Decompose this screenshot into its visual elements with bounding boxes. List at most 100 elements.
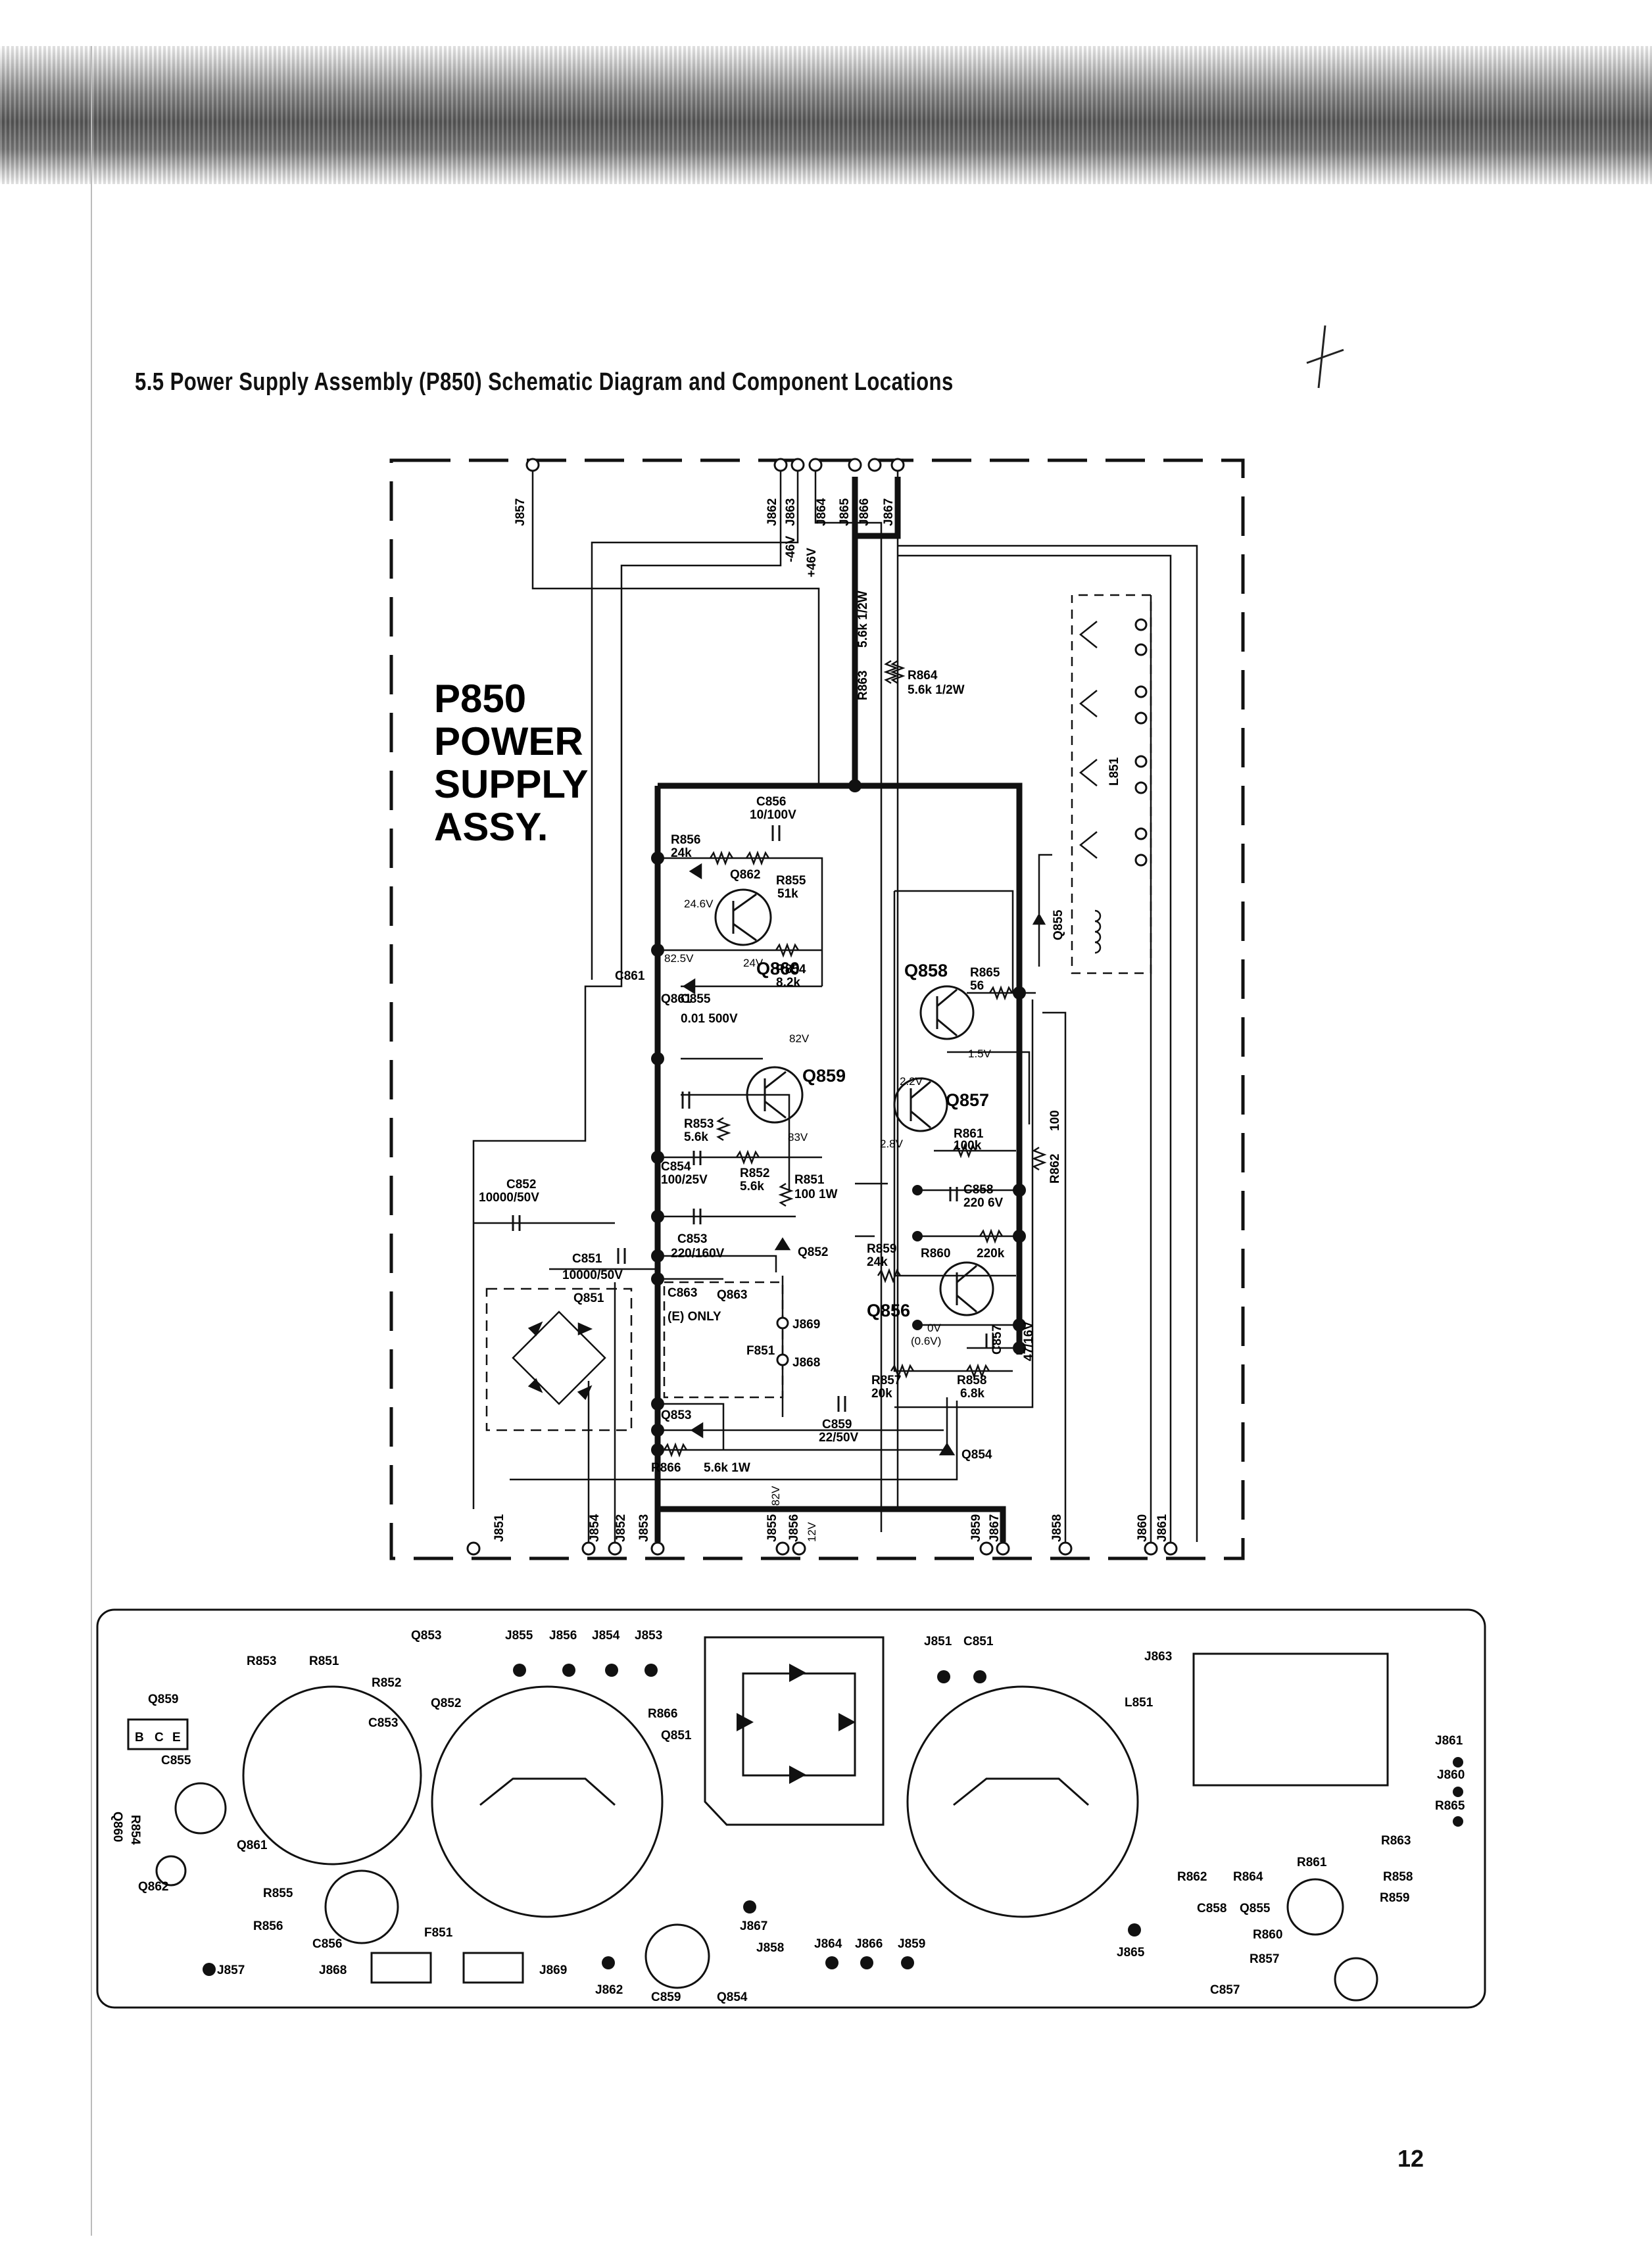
resistor-ref: R856 xyxy=(671,833,700,847)
voltage-label: 1.5V xyxy=(968,1047,992,1060)
resistor-value: 5.6k xyxy=(740,1180,764,1193)
jack-label: J860 xyxy=(1136,1514,1150,1542)
capacitor-ref: C858 xyxy=(963,1183,993,1197)
semiconductor-label: Q862 xyxy=(730,868,760,882)
voltage-label: 2.8V xyxy=(880,1138,904,1150)
resistor-ref: R855 xyxy=(776,874,806,888)
capacitor-ref: C854 xyxy=(661,1160,691,1174)
capacitor-value: 220 6V xyxy=(963,1196,1004,1210)
assembly-line-3: SUPPLY xyxy=(434,762,589,806)
resistor-ref: R862 xyxy=(1048,1154,1062,1184)
resistor-value: 56 xyxy=(970,979,984,993)
transistor-label: Q860 xyxy=(756,959,800,978)
transistor-q860-symbol xyxy=(714,888,772,946)
jack-label: J867 xyxy=(988,1514,1002,1542)
resistor-value: 220k xyxy=(977,1247,1005,1261)
transistor-q857-symbol xyxy=(893,1077,948,1132)
resistor-value: 51k xyxy=(777,887,798,901)
capacitor-value: 10000/50V xyxy=(479,1191,539,1205)
capacitor-value: 220/160V xyxy=(671,1247,725,1261)
transistor-q856-symbol xyxy=(939,1261,994,1316)
jack-label: J863 xyxy=(784,498,798,526)
section-title: 5.5 Power Supply Assembly (P850) Schemat… xyxy=(135,368,954,396)
voltage-label: 12V xyxy=(806,1522,818,1542)
resistor-value: 5.6k 1W xyxy=(704,1461,750,1475)
transistor-label: Q859 xyxy=(802,1066,846,1086)
jack-label: J868 xyxy=(792,1356,820,1370)
pen-mark xyxy=(1306,325,1344,389)
transistor-label: Q856 xyxy=(867,1301,910,1320)
jack-label: J864 xyxy=(815,498,829,526)
assembly-line-2: POWER xyxy=(434,719,583,763)
jack-label: J859 xyxy=(969,1514,983,1542)
voltage-label: 82.5V xyxy=(664,952,694,965)
resistor-ref: R863 xyxy=(856,671,870,700)
capacitor-ref: C851 xyxy=(572,1252,602,1266)
resistor-value: 5.6k 1/2W xyxy=(908,683,965,697)
voltage-label: -46V xyxy=(784,536,798,562)
jack-label: J852 xyxy=(614,1514,628,1542)
resistor-value: 5.6k 1/2W xyxy=(856,590,870,648)
resistor-ref: R857 xyxy=(871,1374,901,1387)
capacitor-value: 22/50V xyxy=(819,1431,859,1445)
capacitor-ref: C852 xyxy=(506,1178,536,1191)
voltage-label: 83V xyxy=(788,1131,808,1143)
binding-edge-line xyxy=(91,46,92,2236)
resistor-ref: R853 xyxy=(684,1117,714,1131)
jack-label: J851 xyxy=(493,1514,506,1542)
transistor-q859-symbol xyxy=(746,1066,804,1124)
capacitor-ref: C856 xyxy=(756,795,786,809)
inductor-label: L851 xyxy=(1107,757,1121,786)
resistor-ref: R851 xyxy=(794,1173,825,1187)
jack-label: J867 xyxy=(882,498,896,526)
capacitor-ref: C857 xyxy=(990,1325,1004,1355)
semiconductor-label: Q854 xyxy=(961,1448,992,1462)
resistor-ref: R860 xyxy=(921,1247,950,1261)
voltage-label: 2.2V xyxy=(900,1075,923,1088)
jack-label: J855 xyxy=(765,1514,779,1542)
resistor-value: 100 xyxy=(1048,1110,1062,1131)
capacitor-value: 100/25V xyxy=(661,1173,708,1187)
resistor-value: 5.6k xyxy=(684,1130,708,1144)
semiconductor-label: Q861 xyxy=(661,992,692,1006)
capacitor-ref: C861 xyxy=(615,969,645,983)
voltage-label: 24V xyxy=(743,957,764,969)
resistor-ref: R866 xyxy=(651,1461,681,1475)
capacitor-ref: C853 xyxy=(677,1232,707,1246)
resistor-value: 20k xyxy=(871,1387,892,1401)
resistor-ref: R852 xyxy=(740,1167,769,1180)
voltage-label: (0.6V) xyxy=(911,1335,941,1347)
voltage-label: 0V xyxy=(927,1322,941,1334)
resistor-value: 8.2k xyxy=(776,976,800,990)
semiconductor-label: Q853 xyxy=(661,1408,691,1422)
semiconductor-label: Q863 xyxy=(717,1288,747,1302)
assembly-line-4: ASSY. xyxy=(434,805,548,849)
jack-label: J853 xyxy=(637,1514,651,1542)
voltage-label: 24.6V xyxy=(684,898,714,910)
voltage-label: +46V xyxy=(805,548,819,577)
transistor-q858-symbol xyxy=(919,985,975,1040)
jack-label: J857 xyxy=(514,498,527,526)
transistor-label: Q857 xyxy=(946,1090,989,1110)
resistor-value: 6.8k xyxy=(960,1387,984,1401)
capacitor-value: 10/100V xyxy=(750,808,796,822)
scanned-header-band xyxy=(0,46,1652,184)
resistor-value: 24k xyxy=(867,1255,888,1269)
jack-label: J856 xyxy=(787,1514,801,1542)
jack-label: J858 xyxy=(1050,1514,1064,1542)
assembly-line-1: P850 xyxy=(434,677,526,721)
capacitor-value: (E) ONLY xyxy=(668,1310,721,1324)
capacitor-value: 47/16V xyxy=(1022,1321,1036,1361)
jack-label: J854 xyxy=(588,1514,602,1542)
resistor-ref: R858 xyxy=(957,1374,986,1387)
jack-label: J861 xyxy=(1155,1514,1169,1542)
page-number: 12 xyxy=(1397,2145,1424,2172)
jack-label: J866 xyxy=(858,498,871,526)
semiconductor-label: Q851 xyxy=(573,1291,604,1305)
capacitor-value: 10000/50V xyxy=(562,1268,623,1282)
jack-label: J869 xyxy=(792,1318,820,1332)
jack-label: J862 xyxy=(765,498,779,526)
capacitor-ref: C859 xyxy=(822,1418,852,1432)
jack-label: J865 xyxy=(838,498,852,526)
